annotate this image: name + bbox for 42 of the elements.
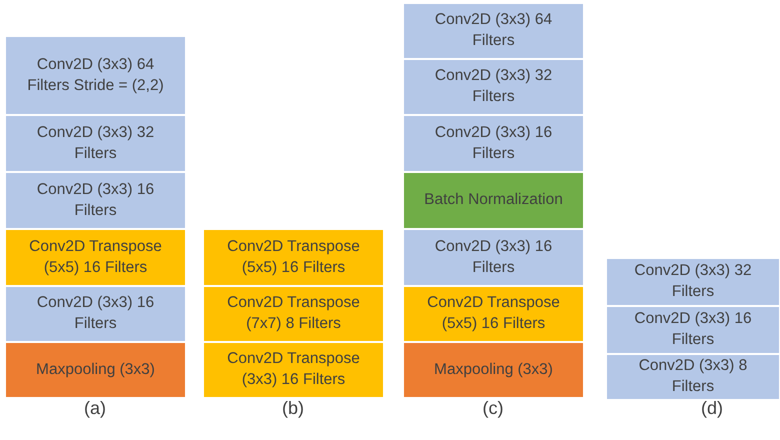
normalization-layer-box	[403, 172, 584, 229]
transpose-layer-box	[203, 342, 384, 398]
layer-label: Batch Normalization	[424, 190, 563, 210]
layer-label: Conv2D (3x3) 64 Filters	[434, 10, 554, 51]
pooling-layer-box	[5, 342, 186, 398]
layer-label: Conv2D (3x3) 16 Filters	[633, 309, 753, 350]
panel-label: (a)	[84, 398, 106, 419]
conv-layer-box	[606, 354, 780, 400]
layer-label: Conv2D (3x3) 8 Filters	[638, 356, 748, 397]
layer-label: Conv2D (3x3) 32 Filters	[633, 261, 753, 302]
conv-layer-box	[606, 258, 780, 306]
layer-label: Conv2D Transpose (5x5) 16 Filters	[426, 293, 561, 334]
panel-label: (d)	[701, 398, 723, 419]
conv-layer-box	[403, 3, 584, 59]
conv-layer-box	[606, 306, 780, 354]
conv-layer-box	[5, 172, 186, 229]
transpose-layer-box	[203, 229, 384, 286]
transpose-layer-box	[403, 286, 584, 342]
layer-label: Conv2D Transpose (3x3) 16 Filters	[226, 349, 361, 390]
panel-label: (c)	[482, 398, 504, 419]
panel-label: (b)	[282, 398, 304, 419]
pooling-layer-box	[403, 342, 584, 398]
layer-label: Conv2D Transpose (7x7) 8 Filters	[226, 293, 361, 334]
layer-label: Maxpooling (3x3)	[434, 360, 553, 380]
transpose-layer-box	[5, 229, 186, 286]
layer-label: Conv2D Transpose (5x5) 16 Filters	[28, 236, 163, 278]
conv-layer-box	[403, 115, 584, 172]
layer-label: Conv2D (3x3) 32 Filters	[36, 122, 156, 164]
layer-label: Conv2D (3x3) 64 Filters Stride = (2,2)	[26, 54, 165, 96]
layer-label: Conv2D (3x3) 16 Filters	[434, 236, 554, 278]
conv-layer-box	[5, 115, 186, 172]
transpose-layer-box	[203, 286, 384, 342]
conv-layer-box	[5, 286, 186, 342]
layer-label: Conv2D (3x3) 32 Filters	[434, 66, 554, 107]
conv-layer-box	[5, 36, 186, 115]
layer-label: Conv2D (3x3) 16 Filters	[434, 122, 554, 164]
conv-layer-box	[403, 229, 584, 286]
layer-label: Conv2D (3x3) 16 Filters	[36, 180, 156, 220]
layer-label: Conv2D (3x3) 16 Filters	[36, 293, 156, 334]
conv-layer-box	[403, 59, 584, 115]
layer-label: Conv2D Transpose (5x5) 16 Filters	[226, 236, 361, 278]
layer-label: Maxpooling (3x3)	[36, 360, 155, 380]
